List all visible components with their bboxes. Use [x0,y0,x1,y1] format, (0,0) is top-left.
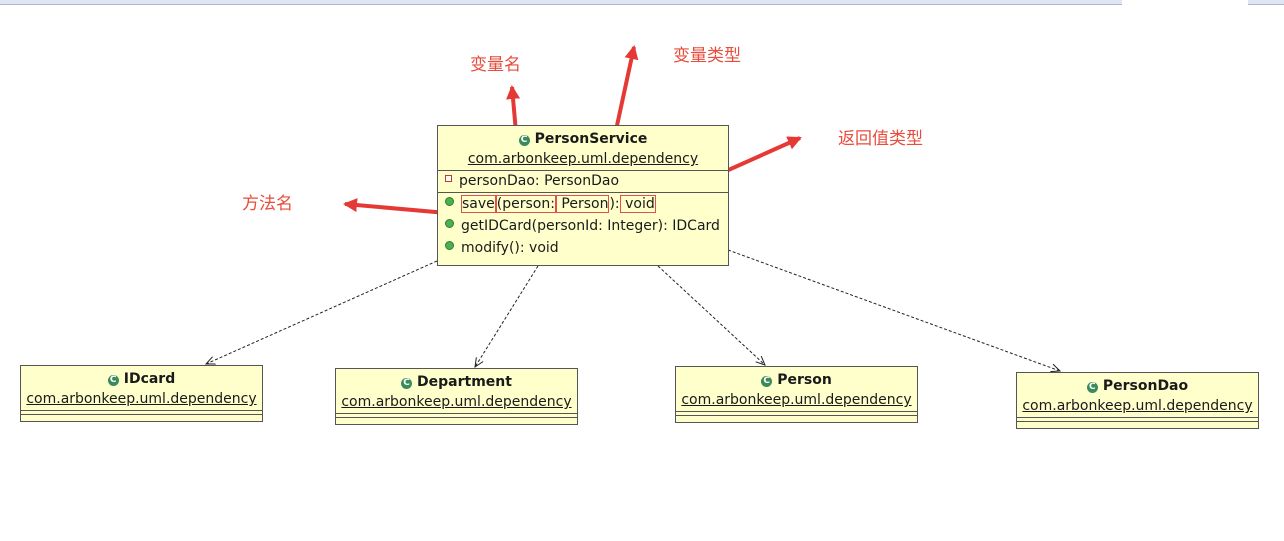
class-person-service[interactable]: C PersonService com.arbonkeep.uml.depende… [437,125,729,266]
methods-section: save(person: Person): void getIDCard(per… [438,192,728,259]
class-icon: C [107,375,119,386]
param-type-highlight: Person [555,195,610,213]
dependency-line-persondao [727,249,1060,371]
class-persondao[interactable]: C PersonDao com.arbonkeep.uml.dependency [1016,372,1259,429]
annotation-return-type: 返回值类型 [838,129,923,149]
annotation-method-name: 方法名 [242,194,293,214]
method-get-id-card[interactable]: getIDCard(personId: Integer): IDCard [438,215,728,237]
class-package: com.arbonkeep.uml.dependency [26,391,257,407]
class-name: PersonDao [1102,378,1189,394]
annotation-variable-type: 变量类型 [673,46,741,66]
class-package: com.arbonkeep.uml.dependency [681,392,912,408]
class-department[interactable]: C Department com.arbonkeep.uml.dependency [335,368,578,425]
class-header: C PersonService com.arbonkeep.uml.depende… [438,126,728,170]
method-modify[interactable]: modify(): void [438,237,728,259]
class-package: com.arbonkeep.uml.dependency [467,151,699,167]
class-idcard[interactable]: C IDcard com.arbonkeep.uml.dependency [20,365,263,422]
methods-section [21,414,262,418]
class-icon: C [761,376,773,387]
class-package: com.arbonkeep.uml.dependency [1022,398,1253,414]
dependency-line-idcard [206,260,438,364]
class-icon: C [1086,382,1098,393]
attributes-section [676,411,917,415]
class-icon: C [518,135,530,146]
window-top-bar [0,0,1122,5]
dependency-line-person [657,265,765,365]
class-name: PersonService [534,131,648,147]
public-method-icon [445,219,454,228]
dependency-line-department [475,265,539,367]
class-icon: C [401,378,413,389]
method-save[interactable]: save(person: Person): void [438,193,728,215]
attributes-section [1017,417,1258,421]
methods-section [676,415,917,419]
class-name: Person [777,372,832,388]
methods-section [336,417,577,421]
dependency-lines [206,249,1060,371]
attributes-section: personDao: PersonDao [438,170,728,192]
attribute-person-dao[interactable]: personDao: PersonDao [438,171,728,192]
public-method-icon [445,241,454,250]
param-name-highlight: (person: [495,195,556,213]
annotation-variable-name: 变量名 [470,55,521,75]
class-package: com.arbonkeep.uml.dependency [341,394,572,410]
methods-section [1017,421,1258,425]
return-type-highlight: void [619,195,656,213]
class-name: IDcard [123,371,176,387]
class-person[interactable]: C Person com.arbonkeep.uml.dependency [675,366,918,423]
attributes-section [21,410,262,414]
private-field-icon [445,175,452,182]
attributes-section [336,413,577,417]
window-top-bar-right [1248,0,1284,5]
method-name-highlight: save [461,195,496,213]
class-name: Department [417,374,512,390]
public-method-icon [445,197,454,206]
